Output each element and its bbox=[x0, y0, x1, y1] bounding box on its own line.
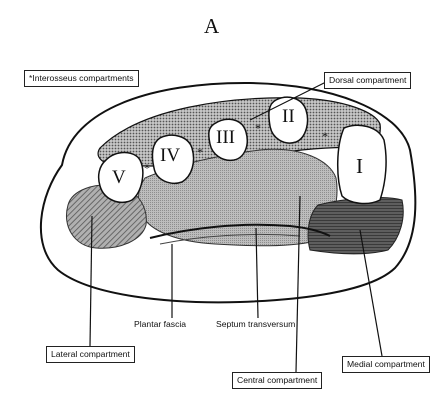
asterisk-ii-i: * bbox=[322, 130, 328, 142]
asterisk-v-iv: * bbox=[144, 162, 150, 174]
metatarsal-iii-label: III bbox=[216, 128, 235, 147]
metatarsal-i-label: I bbox=[356, 156, 363, 177]
label-plantar-fascia: Plantar fascia bbox=[134, 320, 186, 329]
asterisk-iv-iii: * bbox=[197, 146, 203, 158]
figure-letter: A bbox=[204, 14, 219, 39]
medial-compartment-region bbox=[308, 198, 403, 254]
label-septum-transversum: Septum transversum bbox=[216, 320, 295, 329]
metatarsal-iv-label: IV bbox=[160, 146, 180, 165]
label-dorsal-compartment: Dorsal compartment bbox=[324, 72, 411, 89]
label-medial-compartment: Medial compartment bbox=[342, 356, 430, 373]
label-central-compartment: Central compartment bbox=[232, 372, 322, 389]
asterisk-iii-ii: * bbox=[255, 122, 261, 134]
label-lateral-compartment: Lateral compartment bbox=[46, 346, 135, 363]
metatarsal-v-label: V bbox=[112, 168, 126, 187]
metatarsal-ii-label: II bbox=[282, 107, 295, 126]
label-interosseus-compartments: *Interosseus compartments bbox=[24, 70, 139, 87]
